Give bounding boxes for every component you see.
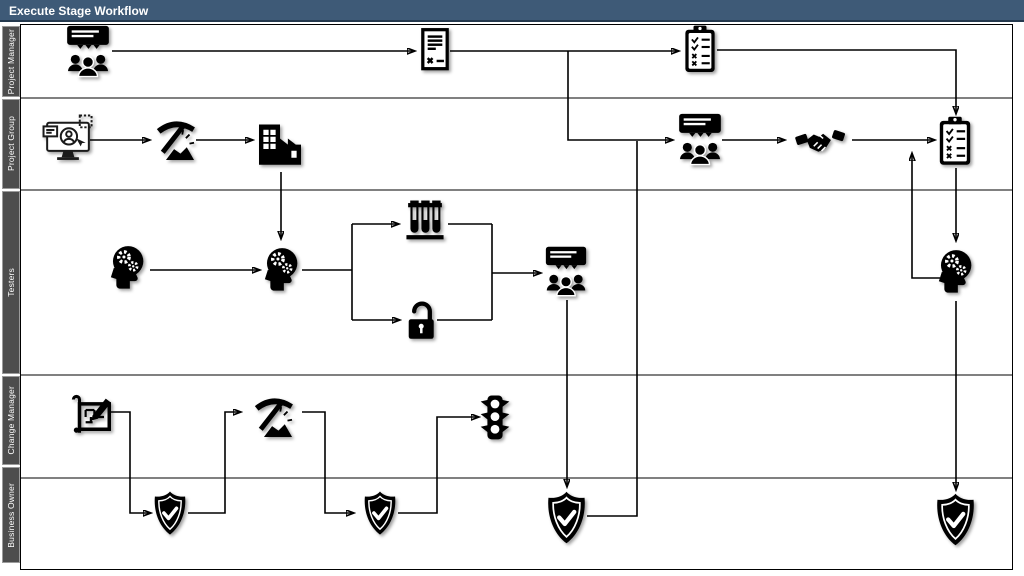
lane-divider — [21, 374, 1012, 376]
lane-tab-project-manager[interactable]: Project Manager — [2, 26, 20, 97]
bo-approval-2[interactable] — [357, 490, 403, 536]
cm-mining[interactable] — [244, 388, 302, 446]
shield-check-icon — [147, 490, 193, 536]
diagram-canvas — [20, 24, 1013, 570]
lane-label: Project Manager — [6, 28, 16, 95]
shield-check-icon — [357, 490, 403, 536]
bo-approval-3[interactable] — [539, 490, 594, 545]
cm-traffic-light[interactable] — [468, 393, 522, 447]
lane-divider — [21, 477, 1012, 479]
page-title: Execute Stage Workflow — [9, 4, 149, 18]
testers-lab-tests[interactable] — [398, 198, 452, 252]
head-gears-icon — [102, 241, 156, 295]
shield-check-icon — [928, 492, 983, 547]
handshake-icon — [789, 115, 851, 165]
lane-tab-business-owner[interactable]: Business Owner — [2, 467, 20, 563]
bo-approval-4[interactable] — [928, 492, 983, 547]
testers-security-test[interactable] — [397, 295, 447, 345]
pm-document[interactable] — [409, 24, 461, 76]
open-padlock-icon — [397, 295, 447, 345]
testers-results-meeting[interactable] — [538, 245, 594, 301]
lane-label: Testers — [6, 268, 16, 297]
diagram-title-bar: Execute Stage Workflow — [0, 0, 1024, 22]
test-tubes-icon — [398, 198, 452, 252]
testers-analysis[interactable] — [930, 245, 984, 299]
shield-check-icon — [539, 490, 594, 545]
head-gears-icon — [930, 245, 984, 299]
lane-label: Business Owner — [6, 482, 16, 548]
lane-tab-testers[interactable]: Testers — [2, 191, 20, 374]
head-gears-icon — [256, 243, 310, 297]
traffic-light-icon — [468, 393, 522, 447]
computer-user-select-icon — [39, 111, 97, 169]
team-presentation-icon — [59, 24, 117, 82]
checklist-clipboard-icon — [674, 24, 726, 76]
pickaxe-mining-icon — [244, 388, 302, 446]
team-presentation-icon — [538, 245, 594, 301]
bo-approval-1[interactable] — [147, 490, 193, 536]
pickaxe-mining-icon — [146, 111, 204, 169]
document-report-icon — [409, 24, 461, 76]
lane-tab-project-group[interactable]: Project Group — [2, 99, 20, 189]
checklist-clipboard-icon — [928, 115, 982, 169]
testers-think-2[interactable] — [256, 243, 310, 297]
pg-user-selection[interactable] — [39, 111, 97, 169]
lane-divider — [21, 97, 1012, 99]
factory-icon — [252, 114, 308, 170]
pg-agreement[interactable] — [789, 115, 851, 165]
lane-label: Project Group — [6, 116, 16, 172]
lane-tab-change-manager[interactable]: Change Manager — [2, 376, 20, 465]
lane-divider — [21, 189, 1012, 191]
pg-review-meeting[interactable] — [671, 112, 729, 170]
team-presentation-icon — [671, 112, 729, 170]
pg-mining[interactable] — [146, 111, 204, 169]
pm-kickoff-meeting[interactable] — [59, 24, 117, 82]
lane-label: Change Manager — [6, 386, 16, 455]
blueprint-edit-icon — [62, 389, 118, 445]
pm-checklist[interactable] — [674, 24, 726, 76]
testers-think-1[interactable] — [102, 241, 156, 295]
pg-checklist[interactable] — [928, 115, 982, 169]
cm-plan[interactable] — [62, 389, 118, 445]
pg-factory[interactable] — [252, 114, 308, 170]
